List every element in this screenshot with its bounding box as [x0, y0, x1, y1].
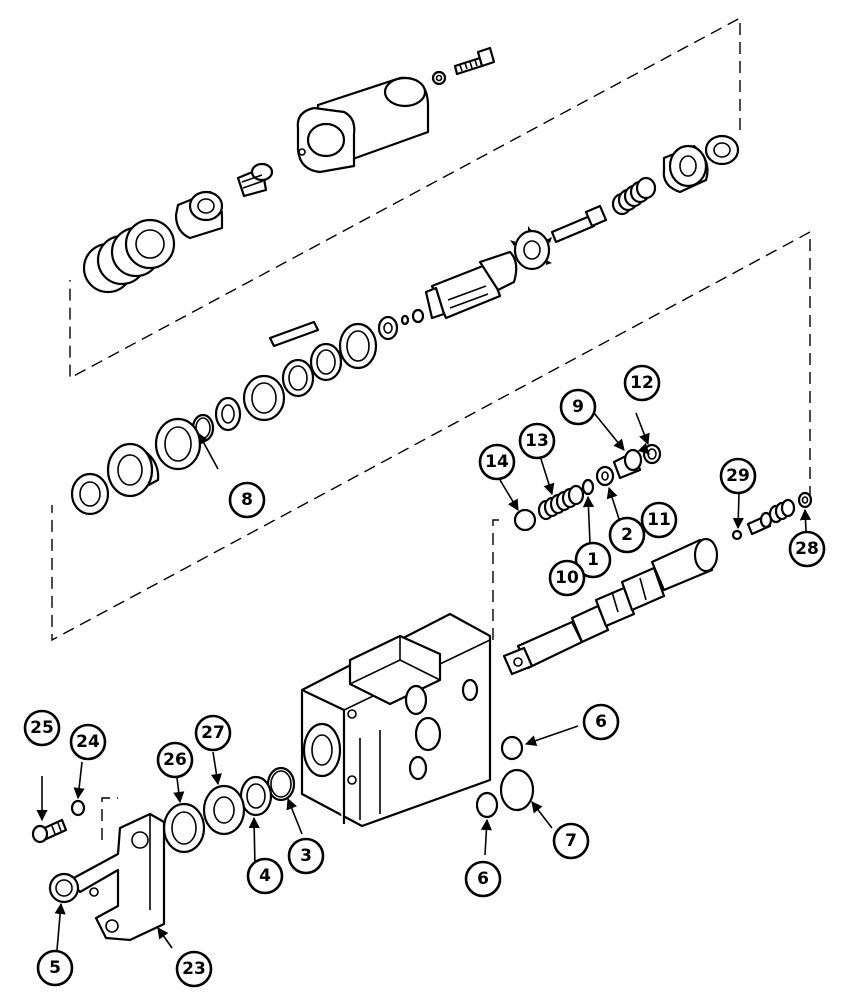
washer-24 — [70, 799, 86, 817]
spring-13 — [537, 484, 585, 521]
ring-4 — [239, 775, 273, 817]
svg-text:26: 26 — [163, 750, 187, 770]
seal-3 — [266, 766, 296, 802]
callout-25: 25 — [23, 709, 61, 747]
svg-text:2: 2 — [621, 525, 633, 545]
top-cap-bolt — [453, 46, 496, 76]
seal-rings-row — [191, 315, 399, 443]
svg-text:23: 23 — [182, 959, 206, 979]
callout-6-bottom: 6 — [464, 860, 502, 898]
oring-7 — [499, 768, 535, 812]
sleeve-9 — [612, 448, 643, 480]
svg-text:13: 13 — [525, 431, 549, 451]
svg-text:8: 8 — [241, 490, 253, 510]
svg-text:24: 24 — [76, 732, 100, 752]
oring-6-top — [500, 735, 524, 761]
callout-13: 13 — [518, 422, 556, 460]
svg-text:28: 28 — [795, 539, 819, 559]
svg-text:10: 10 — [555, 568, 579, 588]
svg-text:4: 4 — [259, 866, 271, 886]
right-cap-ring — [704, 134, 740, 166]
svg-text:1: 1 — [587, 550, 599, 570]
callout-12: 12 — [623, 364, 661, 402]
valve-body — [300, 612, 492, 828]
callout-27: 27 — [194, 714, 232, 752]
callout-7: 7 — [552, 822, 590, 860]
svg-text:9: 9 — [572, 397, 584, 417]
oring-1 — [581, 478, 595, 496]
callout-14: 14 — [478, 443, 516, 481]
svg-text:6: 6 — [595, 712, 607, 732]
callout-6-top: 6 — [582, 703, 620, 741]
ball-29 — [731, 529, 743, 541]
assembly-guide-lines — [51, 16, 811, 840]
svg-text:6: 6 — [477, 869, 489, 889]
detent-plunger — [550, 204, 608, 244]
control-spool — [502, 537, 719, 676]
callout-10: 10 — [548, 559, 586, 597]
valve-plug — [236, 162, 274, 198]
small-spring — [611, 176, 657, 216]
small-orings-top — [400, 308, 425, 326]
svg-text:7: 7 — [565, 831, 577, 851]
callout-9: 9 — [559, 388, 597, 426]
spring-28-stack — [768, 491, 813, 524]
svg-text:11: 11 — [647, 510, 671, 530]
ball-14 — [513, 508, 537, 532]
pin-screw — [746, 511, 773, 536]
svg-text:25: 25 — [30, 718, 54, 738]
right-cap-retainer — [662, 144, 709, 194]
screw-25 — [31, 818, 68, 844]
ring-26 — [162, 802, 206, 854]
large-spring — [82, 218, 176, 294]
callout-26: 26 — [156, 741, 194, 779]
callout-2: 2 — [608, 516, 646, 554]
plug-5 — [48, 872, 80, 904]
callout-28: 28 — [788, 530, 826, 568]
washer-27 — [202, 784, 246, 836]
leader-lines — [36, 407, 812, 951]
ring-2 — [595, 465, 615, 487]
svg-text:3: 3 — [300, 846, 312, 866]
svg-text:29: 29 — [726, 466, 750, 486]
oring-6-bottom — [475, 791, 499, 819]
callout-23: 23 — [175, 950, 213, 988]
spring-seat-cup — [174, 190, 224, 240]
svg-text:14: 14 — [485, 452, 509, 472]
plunger-housing — [424, 250, 518, 320]
callout-24: 24 — [69, 723, 107, 761]
left-seal-stack — [70, 417, 202, 516]
callout-8: 8 — [228, 481, 266, 519]
callout-4: 4 — [246, 857, 284, 895]
ring-12 — [642, 443, 662, 465]
mounting-bracket-23 — [68, 812, 166, 942]
svg-text:12: 12 — [630, 373, 654, 393]
pin-key — [268, 320, 320, 348]
top-cap-washer — [431, 70, 447, 86]
callout-29: 29 — [719, 457, 757, 495]
callout-11: 11 — [640, 501, 678, 539]
svg-text:27: 27 — [201, 723, 225, 743]
callout-3: 3 — [287, 837, 325, 875]
cylinder-housing — [296, 76, 430, 174]
svg-text:5: 5 — [49, 958, 61, 978]
callout-1: 1 — [574, 541, 612, 579]
callout-5: 5 — [36, 949, 74, 987]
star-washer — [510, 226, 552, 271]
